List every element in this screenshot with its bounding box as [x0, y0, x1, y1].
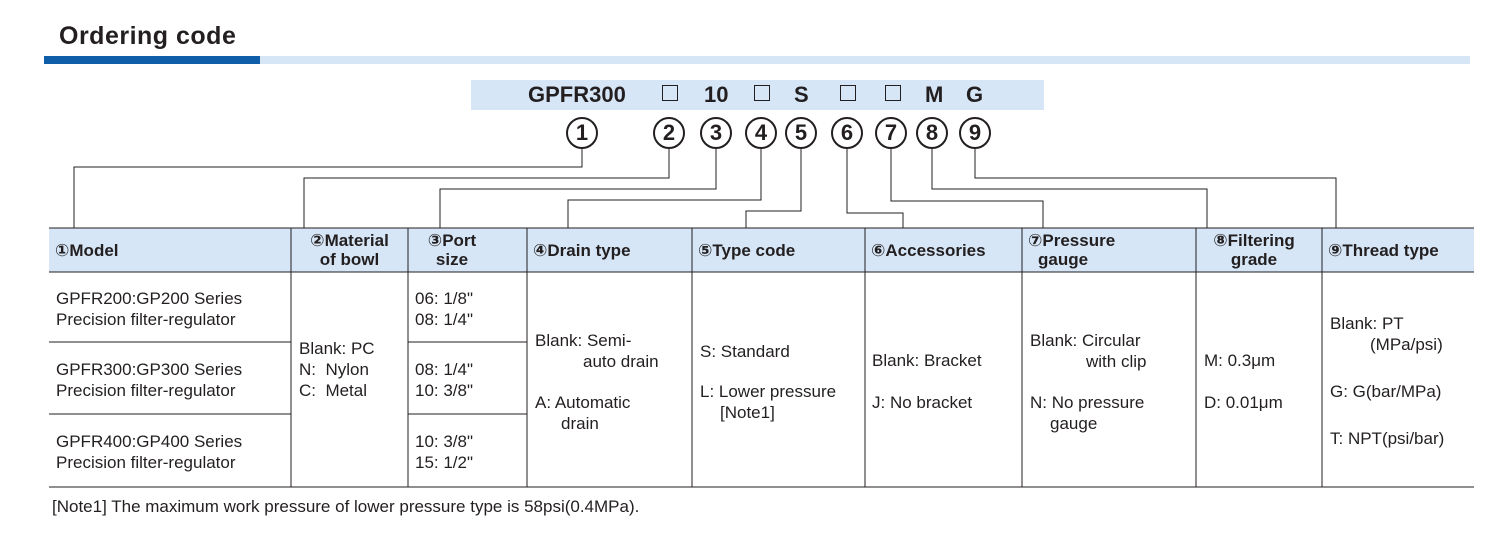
circle-6: 6: [831, 117, 863, 149]
code-slot-bowl: [662, 85, 678, 101]
code-thread: G: [966, 82, 984, 107]
connector-5: [745, 149, 802, 228]
circle-1: 1: [566, 117, 598, 149]
thread-pt: Blank: PT(MPa/psi): [1330, 314, 1443, 354]
code-slot-pressure: [885, 85, 901, 101]
circle-8: 8: [916, 117, 948, 149]
port-row-3: 10: 3/8"15: 1/2": [415, 432, 474, 472]
connector-1: [73, 149, 583, 228]
header-model: ①Model: [55, 240, 119, 260]
code-slot-accessories: [840, 85, 856, 101]
title-underline: [260, 56, 1470, 64]
code-slot-drain: [754, 85, 770, 101]
connector-6: [846, 149, 904, 228]
filter-m: M: 0.3μm: [1204, 351, 1276, 370]
connector-4: [567, 149, 762, 228]
circle-7: 7: [875, 117, 907, 149]
circle-3: 3: [700, 117, 732, 149]
connector-3: [439, 149, 717, 228]
filter-d: D: 0.01μm: [1204, 393, 1283, 412]
type-standard: S: Standard: [700, 342, 790, 361]
thread-g: G: G(bar/MPa): [1330, 382, 1442, 401]
header-drain: ④Drain type: [533, 240, 631, 260]
type-lower-pressure: L: Lower pressure[Note1]: [700, 382, 837, 422]
footnote: [Note1] The maximum work pressure of low…: [52, 497, 640, 516]
circle-2: 2: [653, 117, 685, 149]
port-row-2: 08: 1/4"10: 3/8": [415, 360, 474, 400]
title-underline-accent: [44, 56, 260, 64]
code-gauge: M: [925, 82, 944, 107]
code-prefix: GPFR300: [528, 82, 626, 107]
accessories-no-bracket: J: No bracket: [872, 393, 973, 412]
circle-4: 4: [745, 117, 777, 149]
header-type: ⑤Type code: [698, 240, 796, 260]
table-header-bg: [49, 228, 1474, 272]
accessories-bracket: Blank: Bracket: [872, 351, 982, 370]
connector-2: [303, 149, 670, 228]
header-accessories: ⑥Accessories: [871, 240, 986, 260]
port-row-1: 06: 1/8"08: 1/4": [415, 289, 474, 329]
header-thread: ⑨Thread type: [1328, 240, 1439, 260]
connector-7: [890, 149, 1044, 228]
page-title: Ordering code: [59, 22, 237, 50]
connector-8: [931, 149, 1208, 228]
drain-semi-auto: Blank: Semi-auto drain: [535, 331, 659, 371]
circle-9: 9: [959, 117, 991, 149]
code-port: 10: [704, 82, 729, 107]
connector-9: [974, 149, 1337, 228]
thread-npt: T: NPT(psi/bar): [1330, 429, 1445, 448]
code-type: S: [794, 82, 809, 107]
circle-5: 5: [785, 117, 817, 149]
